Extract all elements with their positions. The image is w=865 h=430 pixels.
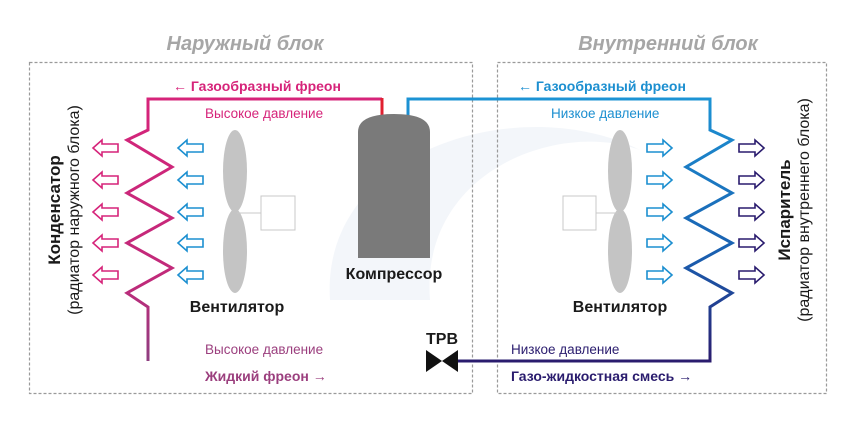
hot-air-arrow-icon — [91, 202, 119, 222]
outdoor-top-pressure-label: Высокое давление — [205, 106, 323, 121]
hot-air-arrow-icon — [91, 170, 119, 190]
outdoor-unit-box — [28, 61, 474, 395]
condenser-subtitle: (радиатор наружного блока) — [66, 105, 83, 315]
indoor-unit-title: Внутренний блок — [578, 33, 758, 55]
indoor-intake-arrow-icon — [646, 202, 674, 222]
evaporator-subtitle: (радиатор внутреннего блока) — [796, 98, 813, 322]
outdoor-fan-label: Вентилятор — [190, 299, 285, 316]
cool-air-arrow-icon — [738, 202, 766, 222]
intake-air-arrow-icon — [176, 233, 204, 253]
hot-air-arrow-icon — [91, 233, 119, 253]
indoor-intake-arrow-icon — [646, 265, 674, 285]
indoor-fan-icon — [562, 130, 632, 293]
cool-air-arrow-icon — [738, 265, 766, 285]
cool-air-arrow-icon — [738, 138, 766, 158]
indoor-fan-label: Вентилятор — [573, 299, 668, 316]
valve-label: ТРВ — [426, 331, 458, 348]
hot-air-arrow-icon — [91, 265, 119, 285]
indoor-top-pressure-label: Низкое давление — [551, 106, 659, 121]
indoor-top-flow-label: ← Газообразный фреон — [518, 78, 686, 94]
outdoor-top-flow-label: ← Газообразный фреон — [173, 78, 341, 94]
cool-air-arrow-icon — [738, 170, 766, 190]
outdoor-fan-icon — [223, 130, 296, 293]
condenser-pipe — [123, 97, 382, 361]
compressor — [358, 114, 430, 258]
hot-air-arrow-icon — [91, 138, 119, 158]
intake-air-arrow-icon — [176, 265, 204, 285]
outdoor-bottom-pressure-label: Высокое давление — [205, 342, 323, 357]
evaporator-pipe — [406, 97, 736, 363]
evaporator-title: Испаритель — [775, 159, 794, 260]
cool-air-arrow-icon — [738, 233, 766, 253]
intake-air-arrow-icon — [176, 202, 204, 222]
condenser-title: Конденсатор — [45, 155, 64, 265]
indoor-intake-arrow-icon — [646, 233, 674, 253]
expansion-valve-icon — [426, 350, 458, 372]
indoor-intake-arrow-icon — [646, 138, 674, 158]
indoor-bottom-flow-label: Газо-жидкостная смесь → — [511, 368, 692, 384]
compressor-label: Компрессор — [346, 266, 443, 283]
outdoor-unit-title: Наружный блок — [167, 33, 325, 55]
intake-air-arrow-icon — [176, 138, 204, 158]
indoor-bottom-pressure-label: Низкое давление — [511, 342, 619, 357]
indoor-intake-arrow-icon — [646, 170, 674, 190]
outdoor-bottom-flow-label: Жидкий фреон → — [204, 368, 327, 384]
intake-air-arrow-icon — [176, 170, 204, 190]
